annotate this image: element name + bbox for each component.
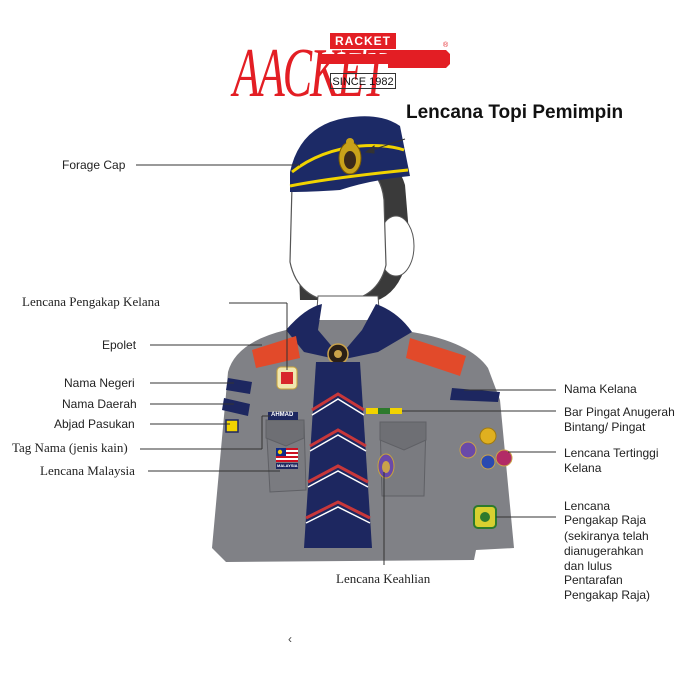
cap-trim-lower <box>289 168 409 188</box>
label-nama-daerah: Nama Daerah <box>62 397 137 411</box>
district-name-patch <box>222 398 250 416</box>
label-tertinggi-line1: Lencana Tertinggi <box>564 446 659 460</box>
epaulette-left <box>252 336 300 368</box>
scarf-collar <box>286 304 412 360</box>
medal-bar-icon <box>366 408 402 414</box>
malaysia-flag-icon <box>276 448 298 469</box>
label-epolet: Epolet <box>102 338 137 352</box>
logo-since-text: SINCE 1982 <box>330 73 396 89</box>
epaulette-right <box>406 338 466 376</box>
cap-badge-icon <box>338 138 362 175</box>
state-name-patch <box>226 378 252 394</box>
leader-lines <box>136 138 556 565</box>
label-nama-negeri: Nama Negeri <box>64 376 135 390</box>
logo-box-text: RACKET <box>330 33 396 49</box>
label-lencana-keahlian: Lencana Keahlian <box>336 571 431 586</box>
troop-letter-patch <box>225 419 239 433</box>
label-tertinggi-line2: Kelana <box>564 461 602 475</box>
label-abjad-pasukan: Abjad Pasukan <box>54 417 135 431</box>
scout-emblem-icon <box>377 453 395 479</box>
label-bar-pingat-line1: Bar Pingat Anugerah <box>564 405 675 419</box>
king-scout-badge-icon <box>473 505 497 529</box>
label-nama-kelana: Nama Kelana <box>564 382 637 396</box>
stray-mark: ‹ <box>288 632 292 646</box>
rover-badge-icon <box>276 366 298 390</box>
name-tag <box>268 412 298 420</box>
logo-registered-mark: ® <box>443 42 449 49</box>
malaysia-patch-text: MALAYSIA <box>277 463 298 468</box>
tie-chevrons <box>305 392 371 520</box>
label-bar-pingat-line2: Bintang/ Pingat <box>564 420 646 434</box>
label-lencana-topi-pemimpin: Lencana Topi Pemimpin <box>406 102 624 123</box>
nametag-text: AHMAD <box>271 412 294 418</box>
label-raja-line7: Pengakap Raja) <box>564 588 651 602</box>
label-lencana-pengakap-kelana: Lencana Pengakap Kelana <box>22 294 160 309</box>
label-raja-line4: dianugerahkan <box>564 544 644 558</box>
label-raja-line2: Pengakap Raja <box>564 513 647 527</box>
label-raja-line6: Pentarafan <box>564 573 623 587</box>
label-lencana-malaysia: Lencana Malaysia <box>40 463 135 478</box>
label-raja-line3: (sekiranya telah <box>564 529 649 543</box>
rover-name-patch <box>450 388 500 402</box>
label-raja-line1: Lencana <box>564 499 611 513</box>
label-raja-line5: dan lulus <box>564 559 613 573</box>
tie <box>304 362 372 548</box>
highest-rover-badge-icon <box>459 427 513 470</box>
label-tag-nama: Tag Nama (jenis kain) <box>12 440 128 455</box>
cap-trim <box>291 144 405 174</box>
racket-handle-icon <box>318 50 450 68</box>
label-forage-cap: Forage Cap <box>62 158 126 172</box>
